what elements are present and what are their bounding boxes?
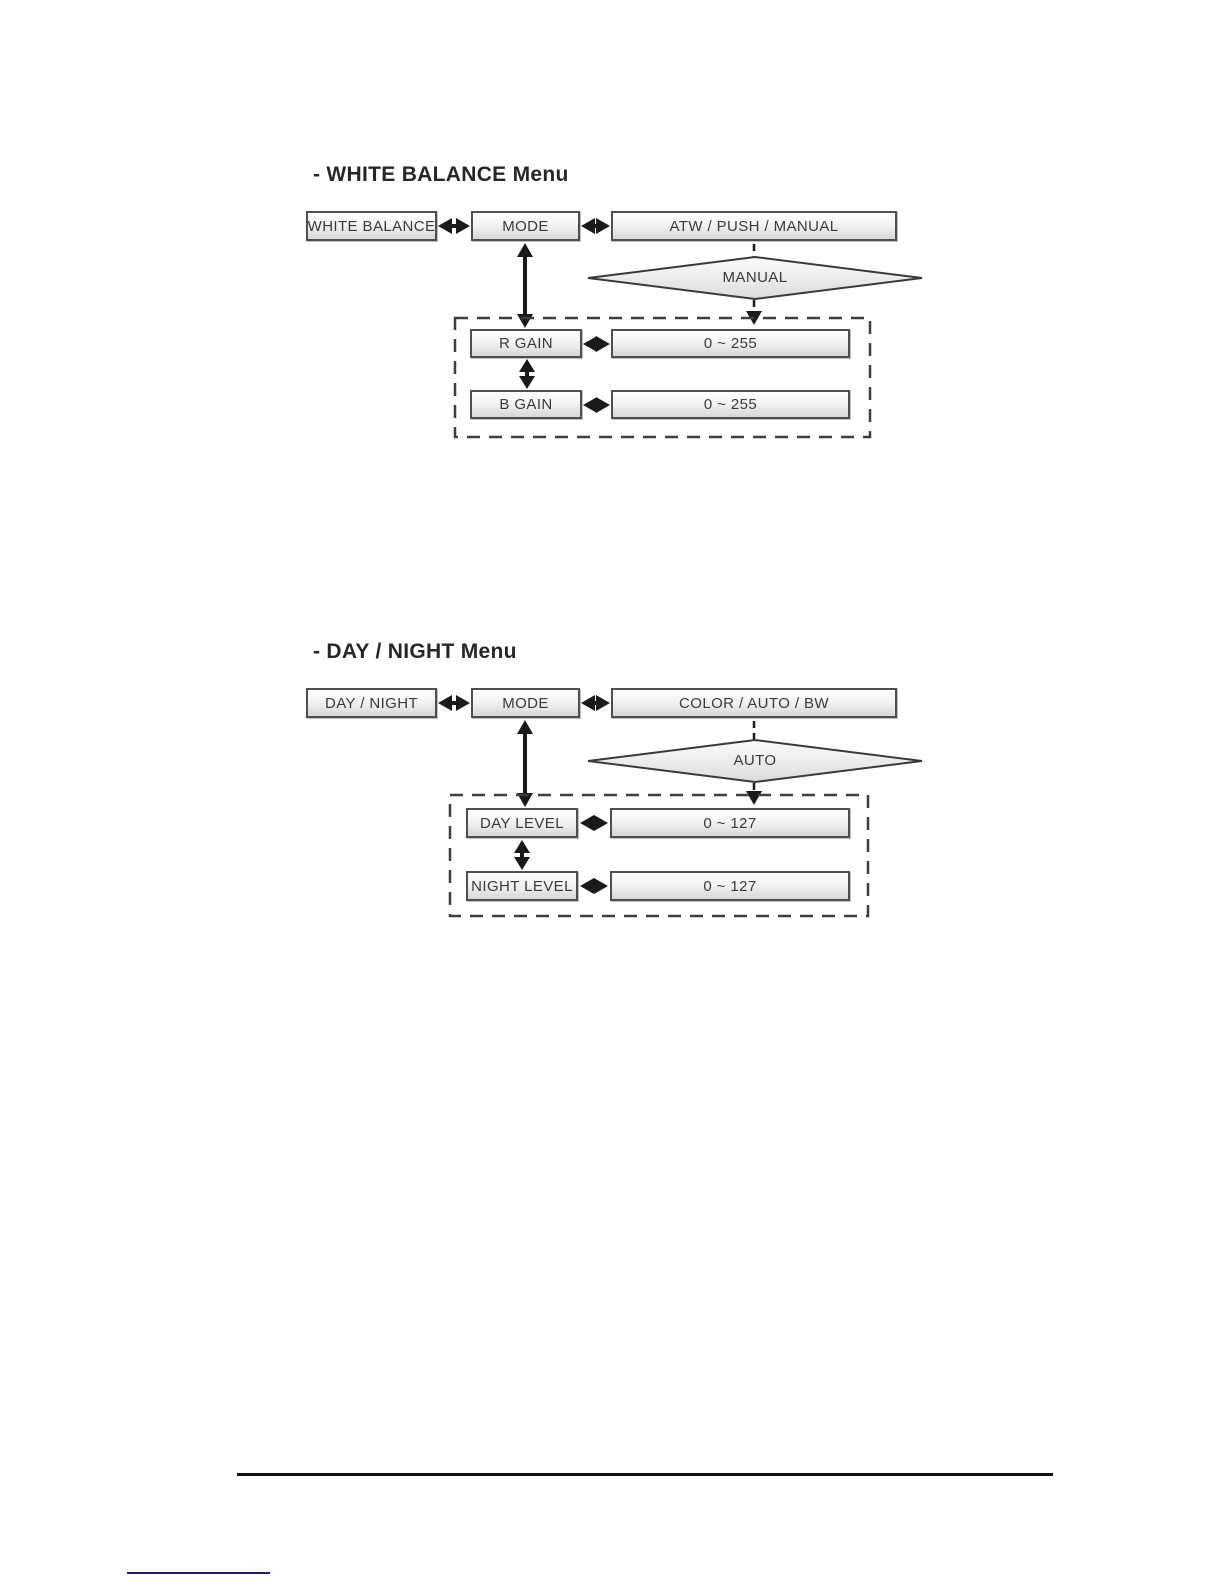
param-name-node: B GAIN	[470, 390, 582, 419]
double-arrow-horizontal	[580, 815, 608, 831]
double-arrow-horizontal	[583, 397, 610, 413]
param-value-node: 0 ~ 127	[610, 871, 850, 901]
double-arrow-horizontal	[438, 218, 470, 234]
double-arrow-horizontal	[583, 336, 610, 352]
footer-link-underline	[127, 1572, 270, 1574]
mode-node: MODE	[471, 688, 580, 718]
condition-result-arrow	[746, 300, 762, 325]
diagram-title: - DAY / NIGHT Menu	[313, 640, 517, 663]
menu-node-white-balance: WHITE BALANCE	[306, 211, 437, 241]
double-arrow-horizontal	[580, 878, 608, 894]
param-value-node: 0 ~ 255	[611, 390, 850, 419]
double-arrow-vertical	[519, 359, 535, 389]
options-node: COLOR / AUTO / BW	[611, 688, 897, 718]
param-value-node: 0 ~ 127	[610, 808, 850, 838]
param-value-node: 0 ~ 255	[611, 329, 850, 358]
condition-result-arrow	[746, 783, 762, 805]
options-node: ATW / PUSH / MANUAL	[611, 211, 897, 241]
double-arrow-horizontal	[581, 695, 610, 711]
param-name-node: NIGHT LEVEL	[466, 871, 578, 901]
condition-label: MANUAL	[722, 269, 788, 286]
footer-rule	[237, 1473, 1053, 1476]
param-name-node: R GAIN	[470, 329, 582, 358]
diagram-title: - WHITE BALANCE Menu	[313, 163, 569, 186]
double-arrow-vertical	[514, 840, 530, 870]
menu-node-day-night: DAY / NIGHT	[306, 688, 437, 718]
mode-node: MODE	[471, 211, 580, 241]
double-arrow-horizontal	[438, 695, 470, 711]
double-arrow-vertical	[517, 243, 533, 328]
param-name-node: DAY LEVEL	[466, 808, 578, 838]
double-arrow-horizontal	[581, 218, 610, 234]
double-arrow-vertical	[517, 720, 533, 807]
condition-label: AUTO	[733, 752, 777, 769]
